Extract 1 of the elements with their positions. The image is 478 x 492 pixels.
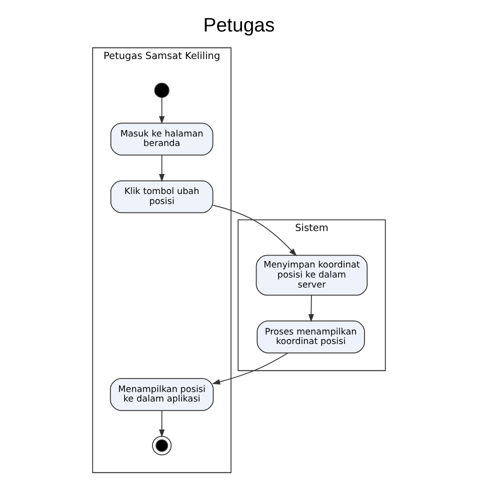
diagram-title: Petugas [203,14,275,36]
